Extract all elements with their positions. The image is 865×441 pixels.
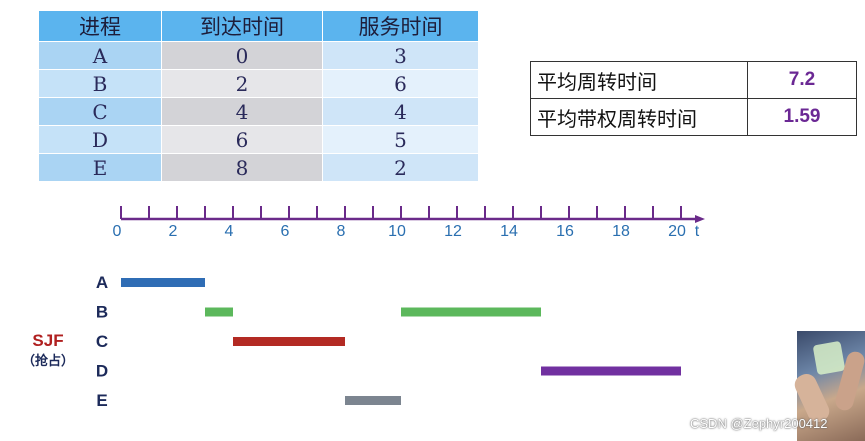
arrival-time: 2 bbox=[161, 69, 323, 98]
presenter-photo bbox=[791, 331, 865, 441]
axis-arrow bbox=[695, 215, 705, 223]
arrival-time: 0 bbox=[161, 41, 323, 70]
table-row: A 0 3 bbox=[38, 41, 479, 70]
arrival-time: 6 bbox=[161, 125, 323, 154]
axis-tick-label: 18 bbox=[612, 223, 630, 240]
stats-row-avg-weighted-turnaround: 平均带权周转时间 1.59 bbox=[530, 98, 857, 136]
gantt-bar bbox=[121, 278, 205, 287]
process-row-label: E bbox=[96, 391, 107, 410]
axis-tick-label: 0 bbox=[113, 223, 122, 240]
axis-tick-label: 10 bbox=[388, 223, 406, 240]
process-row-label: B bbox=[96, 303, 108, 322]
avg-turnaround-label: 平均周转时间 bbox=[530, 61, 748, 99]
algorithm-name: SJF bbox=[32, 331, 63, 350]
algorithm-mode: （抢占） bbox=[22, 353, 74, 369]
axis-unit-label: t bbox=[695, 223, 700, 240]
table-row: E 8 2 bbox=[38, 153, 479, 182]
axis-tick-label: 2 bbox=[169, 223, 178, 240]
avg-weighted-turnaround-value: 1.59 bbox=[747, 98, 857, 136]
axis-tick-label: 4 bbox=[225, 223, 234, 240]
table-row: B 2 6 bbox=[38, 69, 479, 98]
axis-tick-label: 8 bbox=[337, 223, 346, 240]
time-axis: 0 2 4 6 8 10 12 14 16 18 20 t bbox=[113, 206, 705, 240]
gantt-bar bbox=[401, 307, 541, 317]
axis-tick-label: 14 bbox=[500, 223, 518, 240]
stats-table: 平均周转时间 7.2 平均带权周转时间 1.59 bbox=[530, 61, 857, 136]
process-row-label: A bbox=[96, 273, 108, 292]
axis-tick-label: 16 bbox=[556, 223, 574, 240]
service-time: 3 bbox=[322, 41, 479, 70]
gantt-bar bbox=[205, 307, 233, 317]
arrival-time: 4 bbox=[161, 97, 323, 126]
process-name: A bbox=[38, 41, 162, 70]
process-name: D bbox=[38, 125, 162, 154]
axis-tick-label: 12 bbox=[444, 223, 462, 240]
gantt-bar bbox=[345, 396, 401, 405]
table-row: D 6 5 bbox=[38, 125, 479, 154]
service-time: 2 bbox=[322, 153, 479, 182]
header-process: 进程 bbox=[38, 10, 162, 42]
axis-tick-label: 20 bbox=[668, 223, 686, 240]
gantt-bar bbox=[233, 337, 345, 346]
service-time: 6 bbox=[322, 69, 479, 98]
gantt-bar bbox=[541, 366, 681, 376]
process-row-label: C bbox=[96, 332, 108, 351]
axis-tick-label: 6 bbox=[281, 223, 290, 240]
gantt-bars bbox=[121, 278, 681, 405]
arrival-time: 8 bbox=[161, 153, 323, 182]
process-name: B bbox=[38, 69, 162, 98]
process-table: 进程 到达时间 服务时间 A 0 3 B 2 6 C 4 4 D 6 5 E 8… bbox=[38, 10, 479, 182]
process-name: E bbox=[38, 153, 162, 182]
stats-row-avg-turnaround: 平均周转时间 7.2 bbox=[530, 61, 857, 99]
service-time: 4 bbox=[322, 97, 479, 126]
process-row-label: D bbox=[96, 362, 108, 381]
table-row: C 4 4 bbox=[38, 97, 479, 126]
watermark: CSDN @Zephyr200412 bbox=[690, 416, 828, 431]
avg-weighted-turnaround-label: 平均带权周转时间 bbox=[530, 98, 748, 136]
